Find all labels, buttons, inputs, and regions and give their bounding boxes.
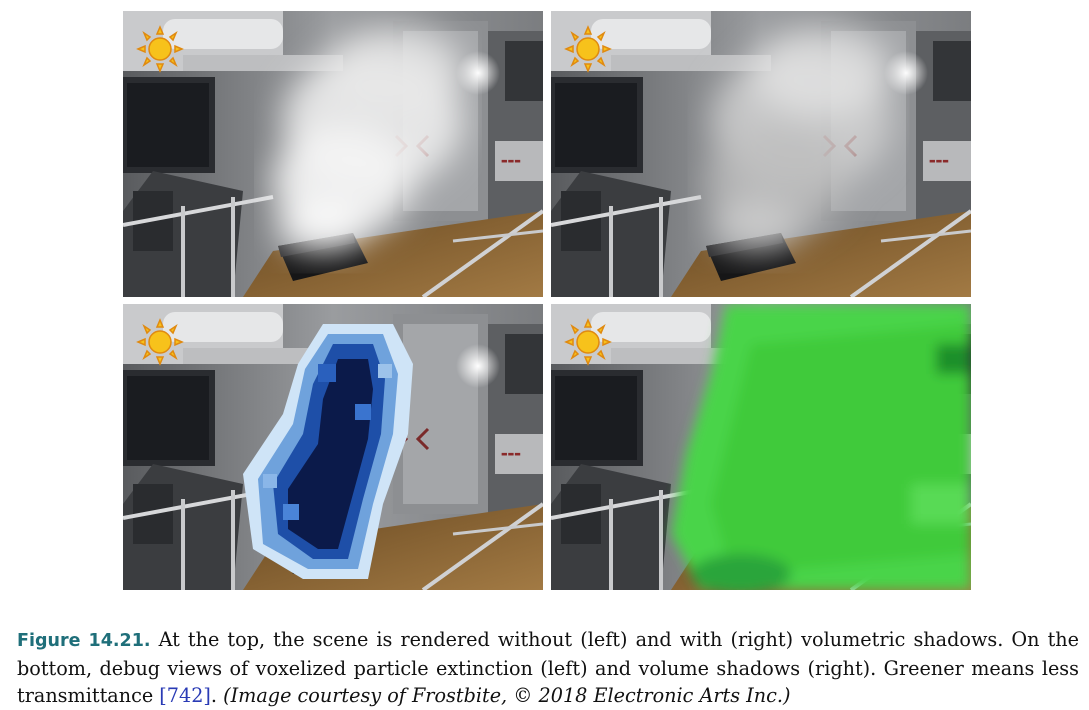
- smoke-plume: [273, 26, 463, 251]
- sun-icon: [565, 26, 611, 72]
- panel-no-volumetric-shadows: [123, 11, 543, 297]
- panel-with-volumetric-shadows: [551, 11, 971, 297]
- caption-text: At the top, the scene is rendered withou…: [17, 628, 1079, 707]
- citation-link[interactable]: 742: [166, 684, 204, 707]
- panel-volume-shadows-debug: [551, 304, 971, 590]
- voxel-extinction-volume: [243, 324, 413, 579]
- image-credit-open: (Image courtesy of Frostbite,: [223, 684, 514, 707]
- green-shadow-volume: [671, 304, 971, 590]
- sun-icon: [137, 26, 183, 72]
- figure-label: Figure 14.21.: [17, 631, 151, 651]
- caption-after-citation: .: [210, 684, 224, 707]
- citation-close: ]: [203, 684, 211, 707]
- sun-icon: [137, 319, 183, 365]
- citation-open: [: [159, 684, 167, 707]
- image-credit-close: 2018 Electronic Arts Inc.): [532, 684, 791, 707]
- smoke-plume-shadowed: [706, 26, 891, 251]
- sun-icon: [565, 319, 611, 365]
- panel-particle-extinction-debug: [123, 304, 543, 590]
- figure-caption: Figure 14.21. At the top, the scene is r…: [17, 626, 1079, 709]
- copyright-symbol: ©: [513, 684, 533, 707]
